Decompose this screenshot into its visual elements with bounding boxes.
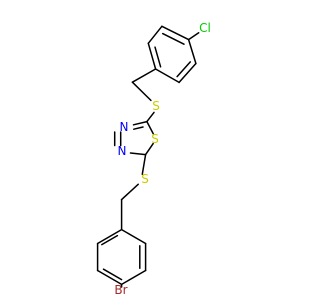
bond-s-top-ring (146, 111, 155, 123)
sulfur-atom-label-bottom: S (141, 172, 149, 186)
bond-ring1-e (178, 62, 197, 84)
bond-ring1-f (187, 38, 197, 65)
bond-ring1-e-inner (176, 61, 192, 78)
molecule-structure: Cl S N S N S Br (96, 21, 211, 297)
bond-thia-c2-s (146, 120, 154, 135)
bond-ring1-c (147, 42, 157, 70)
bond-thia-c2-n-inner (133, 126, 144, 130)
nitrogen-atom-label-upper: N (120, 120, 129, 134)
bond-c5-s-bottom (141, 153, 147, 176)
bond-ring1-ch2 (131, 68, 157, 83)
bond-ring2-c-inner (102, 268, 123, 281)
bond-ring1-a-inner (161, 32, 185, 45)
bond-thia-c2-n (132, 120, 148, 126)
bond-s-bottom-ch2 (120, 183, 139, 201)
chlorine-atom-label: Cl (199, 21, 211, 35)
bond-ch2-s-top (131, 81, 152, 102)
bond-thia-s-c5 (144, 142, 154, 156)
bonds (96, 25, 200, 288)
bond-ring2-c (96, 269, 123, 286)
bond-ring1-b (147, 25, 163, 45)
nitrogen-atom-label-lower: N (118, 144, 127, 158)
sulfur-atom-label-top: S (152, 99, 160, 113)
bond-ring1-c-inner (154, 46, 162, 68)
molecule-canvas: Cl S N S N S Br (96, 21, 211, 297)
bond-ring1-d (154, 68, 180, 84)
bond-ring2-a (96, 228, 123, 245)
bond-ring1-a (161, 25, 190, 41)
bond-thia-n-c5 (129, 152, 147, 156)
bond-ring2-d (120, 269, 147, 286)
bromine-atom-label: Br (114, 283, 127, 297)
bond-cl-c1 (187, 32, 200, 41)
sulfur-atom-label-ring: S (151, 132, 159, 146)
bond-ring2-a-inner (101, 234, 119, 246)
bond-ring2-f (120, 228, 147, 245)
